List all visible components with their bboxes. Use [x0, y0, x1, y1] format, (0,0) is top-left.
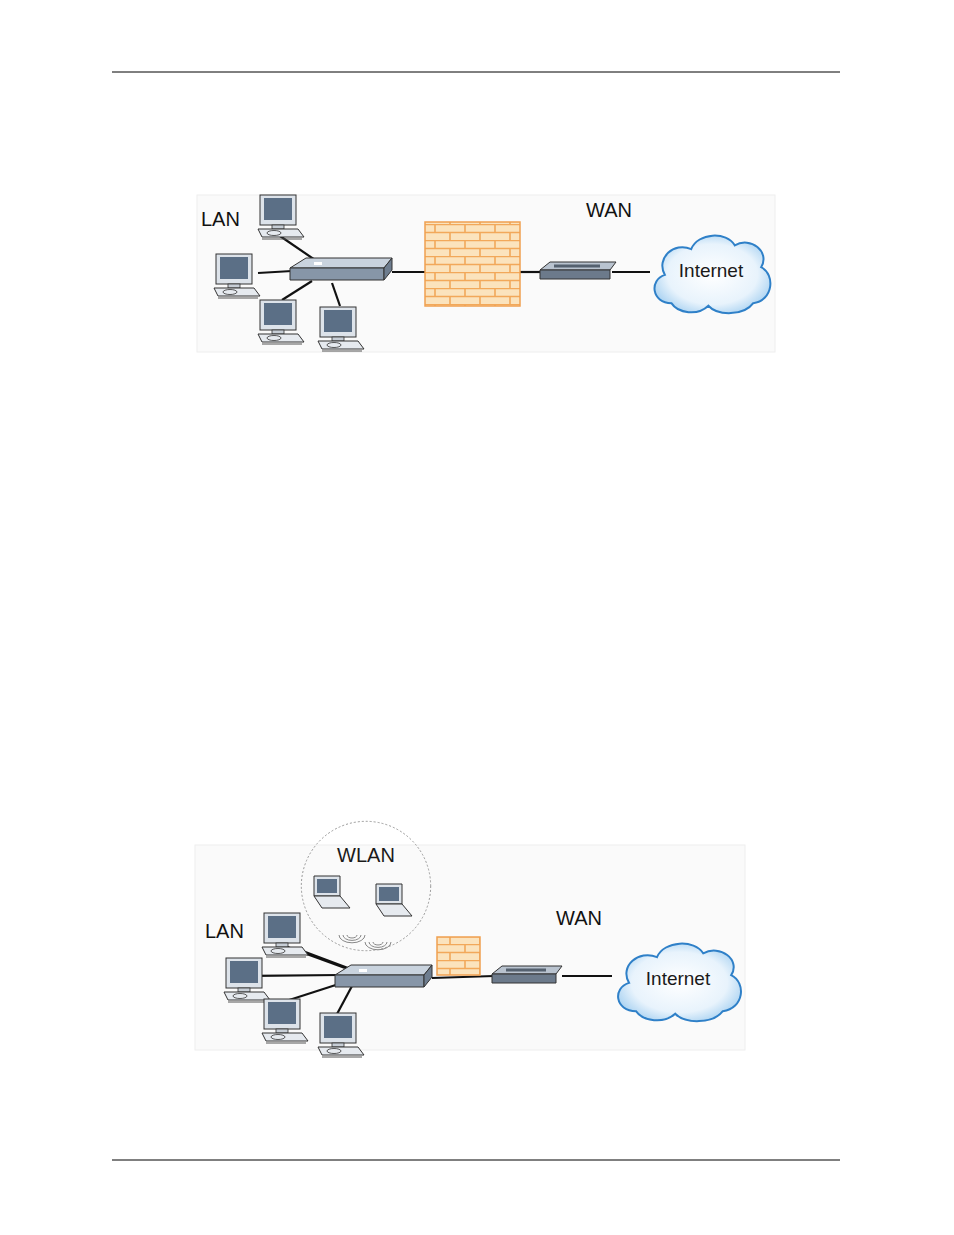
wireless-zone: WLAN — [300, 820, 432, 952]
area-label: LAN — [205, 920, 244, 943]
area-label: LAN — [201, 208, 240, 231]
desktop-computer — [214, 254, 260, 298]
firewall — [425, 222, 520, 306]
network-cable — [520, 271, 542, 273]
laptop-computer — [376, 884, 412, 916]
network-switch — [290, 258, 392, 280]
node-text: Internet — [679, 260, 743, 282]
network-cable — [337, 986, 352, 1014]
modem — [540, 262, 616, 279]
desktop-computer — [224, 958, 270, 1002]
wireless-signal — [369, 942, 387, 947]
network-cable — [332, 283, 340, 306]
desktop-computer — [262, 999, 308, 1043]
figure-frame — [195, 845, 745, 1050]
network-cable — [282, 281, 312, 300]
desktop-computer — [318, 1013, 364, 1057]
desktop-computer — [318, 307, 364, 351]
network-cable — [258, 271, 292, 273]
internet-cloud: Internet — [608, 934, 748, 1024]
wireless-signal — [347, 935, 357, 938]
node-text: Internet — [646, 968, 710, 990]
figure-frame — [197, 195, 775, 352]
wireless-signal — [343, 935, 361, 940]
internet-cloud: Internet — [645, 226, 777, 316]
network-cable — [562, 975, 612, 977]
wireless-signal — [339, 935, 365, 943]
node-text: WLAN — [337, 844, 395, 867]
network-cable — [432, 976, 494, 978]
area-label: WAN — [586, 199, 632, 222]
desktop-computer — [258, 300, 304, 344]
desktop-computer — [262, 913, 308, 957]
circle-outline — [300, 820, 432, 952]
network-cable — [300, 950, 348, 968]
modem — [492, 966, 562, 983]
firewall — [437, 937, 480, 975]
network-cable — [612, 271, 650, 273]
network-cable — [392, 271, 425, 273]
laptop-computer — [314, 876, 350, 908]
footer-rule — [112, 1160, 840, 1161]
area-label: WAN — [556, 907, 602, 930]
wireless-signal — [373, 942, 383, 945]
header-rule — [112, 72, 840, 73]
desktop-computer — [258, 195, 304, 239]
network-switch — [335, 965, 432, 987]
wireless-signal — [365, 942, 391, 950]
